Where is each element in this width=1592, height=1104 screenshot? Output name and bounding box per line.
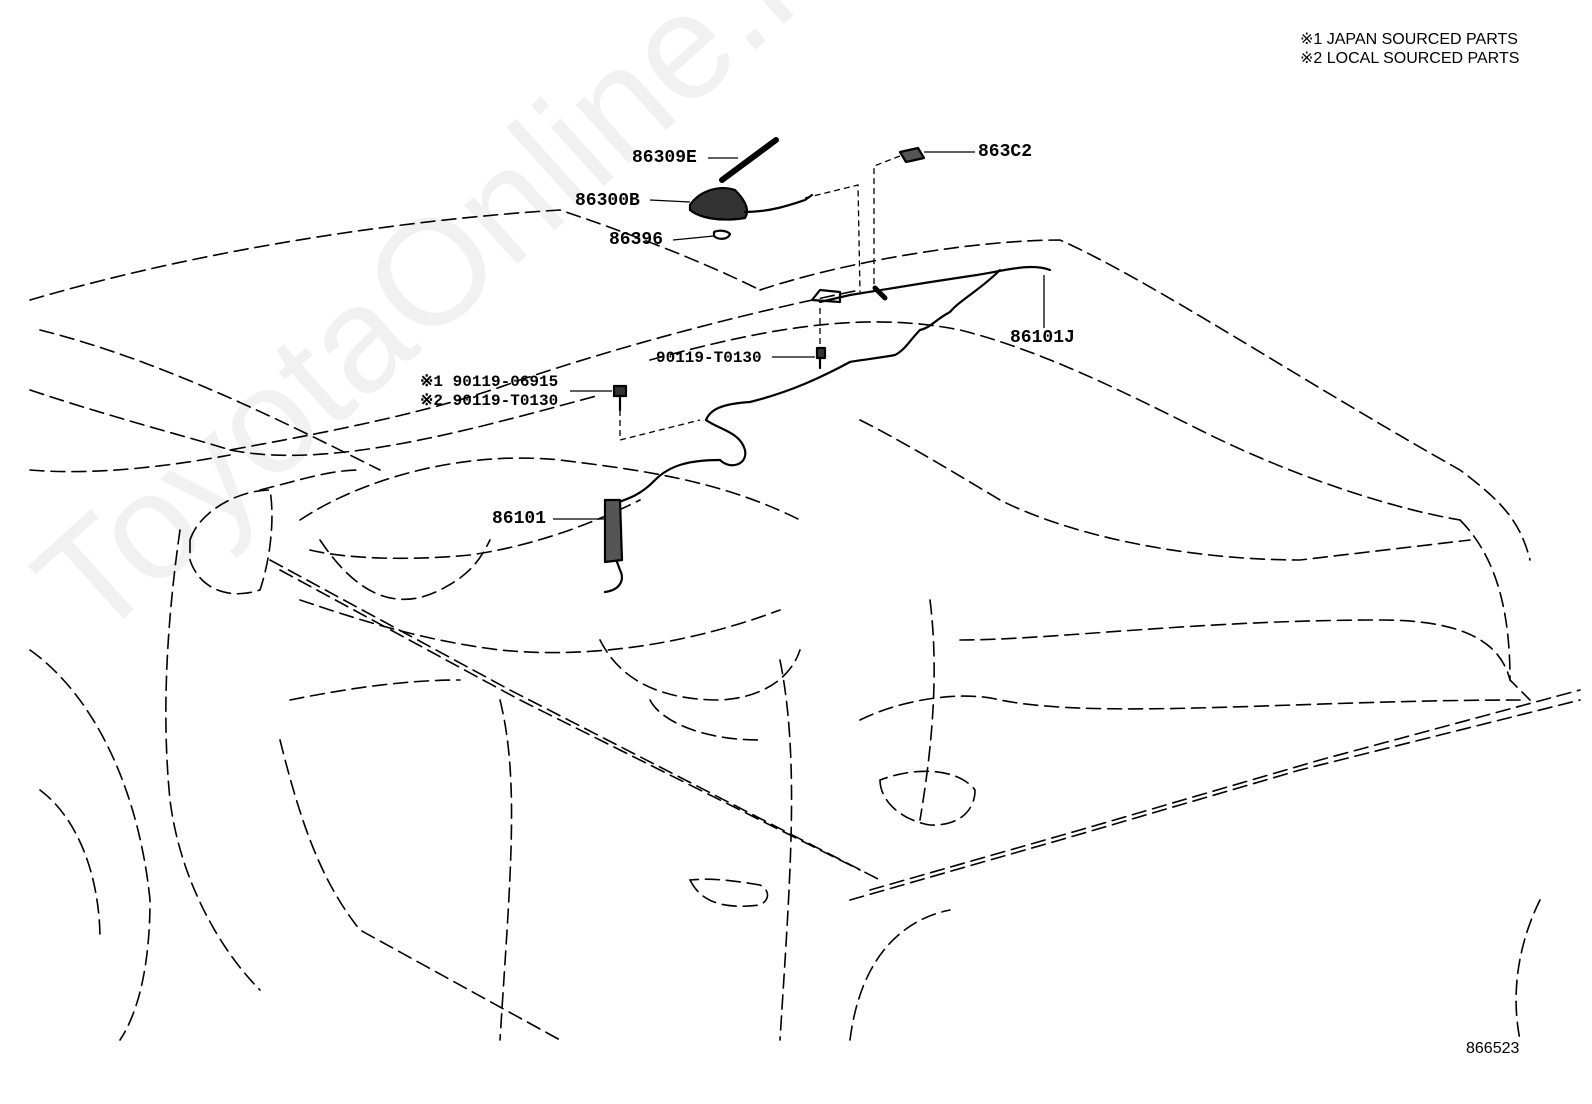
dashboard-top xyxy=(299,457,801,521)
roof-edge-right xyxy=(759,239,1531,561)
guide-antenna-to-harness xyxy=(804,184,861,293)
roof-harness xyxy=(818,265,1052,304)
part-label-863c2[interactable]: 863C2 xyxy=(978,142,1033,162)
front-door-edge xyxy=(165,529,261,991)
antenna-base-cable xyxy=(743,193,814,214)
leader-86396 xyxy=(672,235,715,241)
b-pillar-front xyxy=(499,699,513,1041)
bolt-90119-06915 xyxy=(612,384,628,398)
windshield-top xyxy=(29,289,861,451)
sunroof-line xyxy=(649,321,1461,521)
b-pillar-rear xyxy=(779,659,793,1041)
harness-bracket xyxy=(810,288,842,304)
rear-door-edge xyxy=(849,909,951,1041)
hood-line xyxy=(29,454,231,473)
harness-run-2 xyxy=(704,360,852,422)
rear-pillar xyxy=(1459,519,1531,701)
harness-run-3 xyxy=(608,458,722,507)
diagram-id: 866523 xyxy=(1466,1040,1520,1057)
part-label-86300b[interactable]: 86300B xyxy=(575,191,640,211)
part-label-86396[interactable]: 86396 xyxy=(609,230,664,250)
legend-japan-sourced: ※1 JAPAN SOURCED PARTS xyxy=(1300,31,1518,48)
door-lower xyxy=(279,739,561,1041)
c-pillar xyxy=(919,599,935,821)
part-label-86101[interactable]: 86101 xyxy=(492,509,547,529)
harness-connector xyxy=(872,285,888,301)
rocker-line xyxy=(849,699,1581,901)
legend-local-sourced: ※2 LOCAL SOURCED PARTS xyxy=(1300,50,1520,67)
rear-door-handle xyxy=(879,770,976,826)
dashboard-upper xyxy=(309,499,641,560)
antenna-base xyxy=(688,187,749,221)
antenna-rod xyxy=(719,137,779,183)
front-wheel-arch xyxy=(29,649,151,1041)
guide-connector-to-harness xyxy=(873,155,901,288)
harness-run-1 xyxy=(848,328,922,364)
roof-harness-branch xyxy=(918,268,1002,332)
lower-panel xyxy=(289,679,461,701)
mirror-arm xyxy=(259,469,361,491)
rear-seat-back xyxy=(959,619,1511,681)
part-label-90119-t0130-local[interactable]: ※2 90119-T0130 xyxy=(420,392,559,410)
harness-loop xyxy=(704,418,747,467)
part-label-90119-t0130[interactable]: 90119-T0130 xyxy=(656,349,762,367)
part-label-86101j[interactable]: 86101J xyxy=(1010,328,1075,348)
front-wheel xyxy=(39,789,101,941)
door-handle xyxy=(688,878,769,908)
door-beltline xyxy=(269,559,881,881)
roof-edge-left xyxy=(29,209,761,301)
leader-86300b xyxy=(649,199,691,203)
instrument-cluster xyxy=(319,539,491,601)
rear-seat-cushion xyxy=(859,695,1521,721)
screw-90119-t0130 xyxy=(815,346,827,360)
sourcing-legend: ※1 JAPAN SOURCED PARTS ※2 LOCAL SOURCED … xyxy=(1300,30,1519,68)
rear-seat-top xyxy=(859,419,1471,561)
antenna-clip xyxy=(712,229,732,240)
rear-door-lower xyxy=(869,689,1581,891)
door-beltline-inner xyxy=(279,569,861,871)
a-pillar-line xyxy=(39,329,381,471)
connector-863c2 xyxy=(898,146,926,164)
console-lower xyxy=(649,699,761,741)
guide-bolt xyxy=(619,410,701,441)
side-mirror xyxy=(189,489,273,595)
harness-86101-connector xyxy=(603,498,624,564)
center-console xyxy=(599,639,801,701)
part-label-90119-06915[interactable]: ※1 90119-06915 xyxy=(420,373,559,391)
windshield-inner xyxy=(229,394,601,457)
part-label-86309e[interactable]: 86309E xyxy=(632,148,697,168)
rear-wheel-arch xyxy=(1515,899,1541,1041)
dashboard-lower xyxy=(299,599,781,654)
